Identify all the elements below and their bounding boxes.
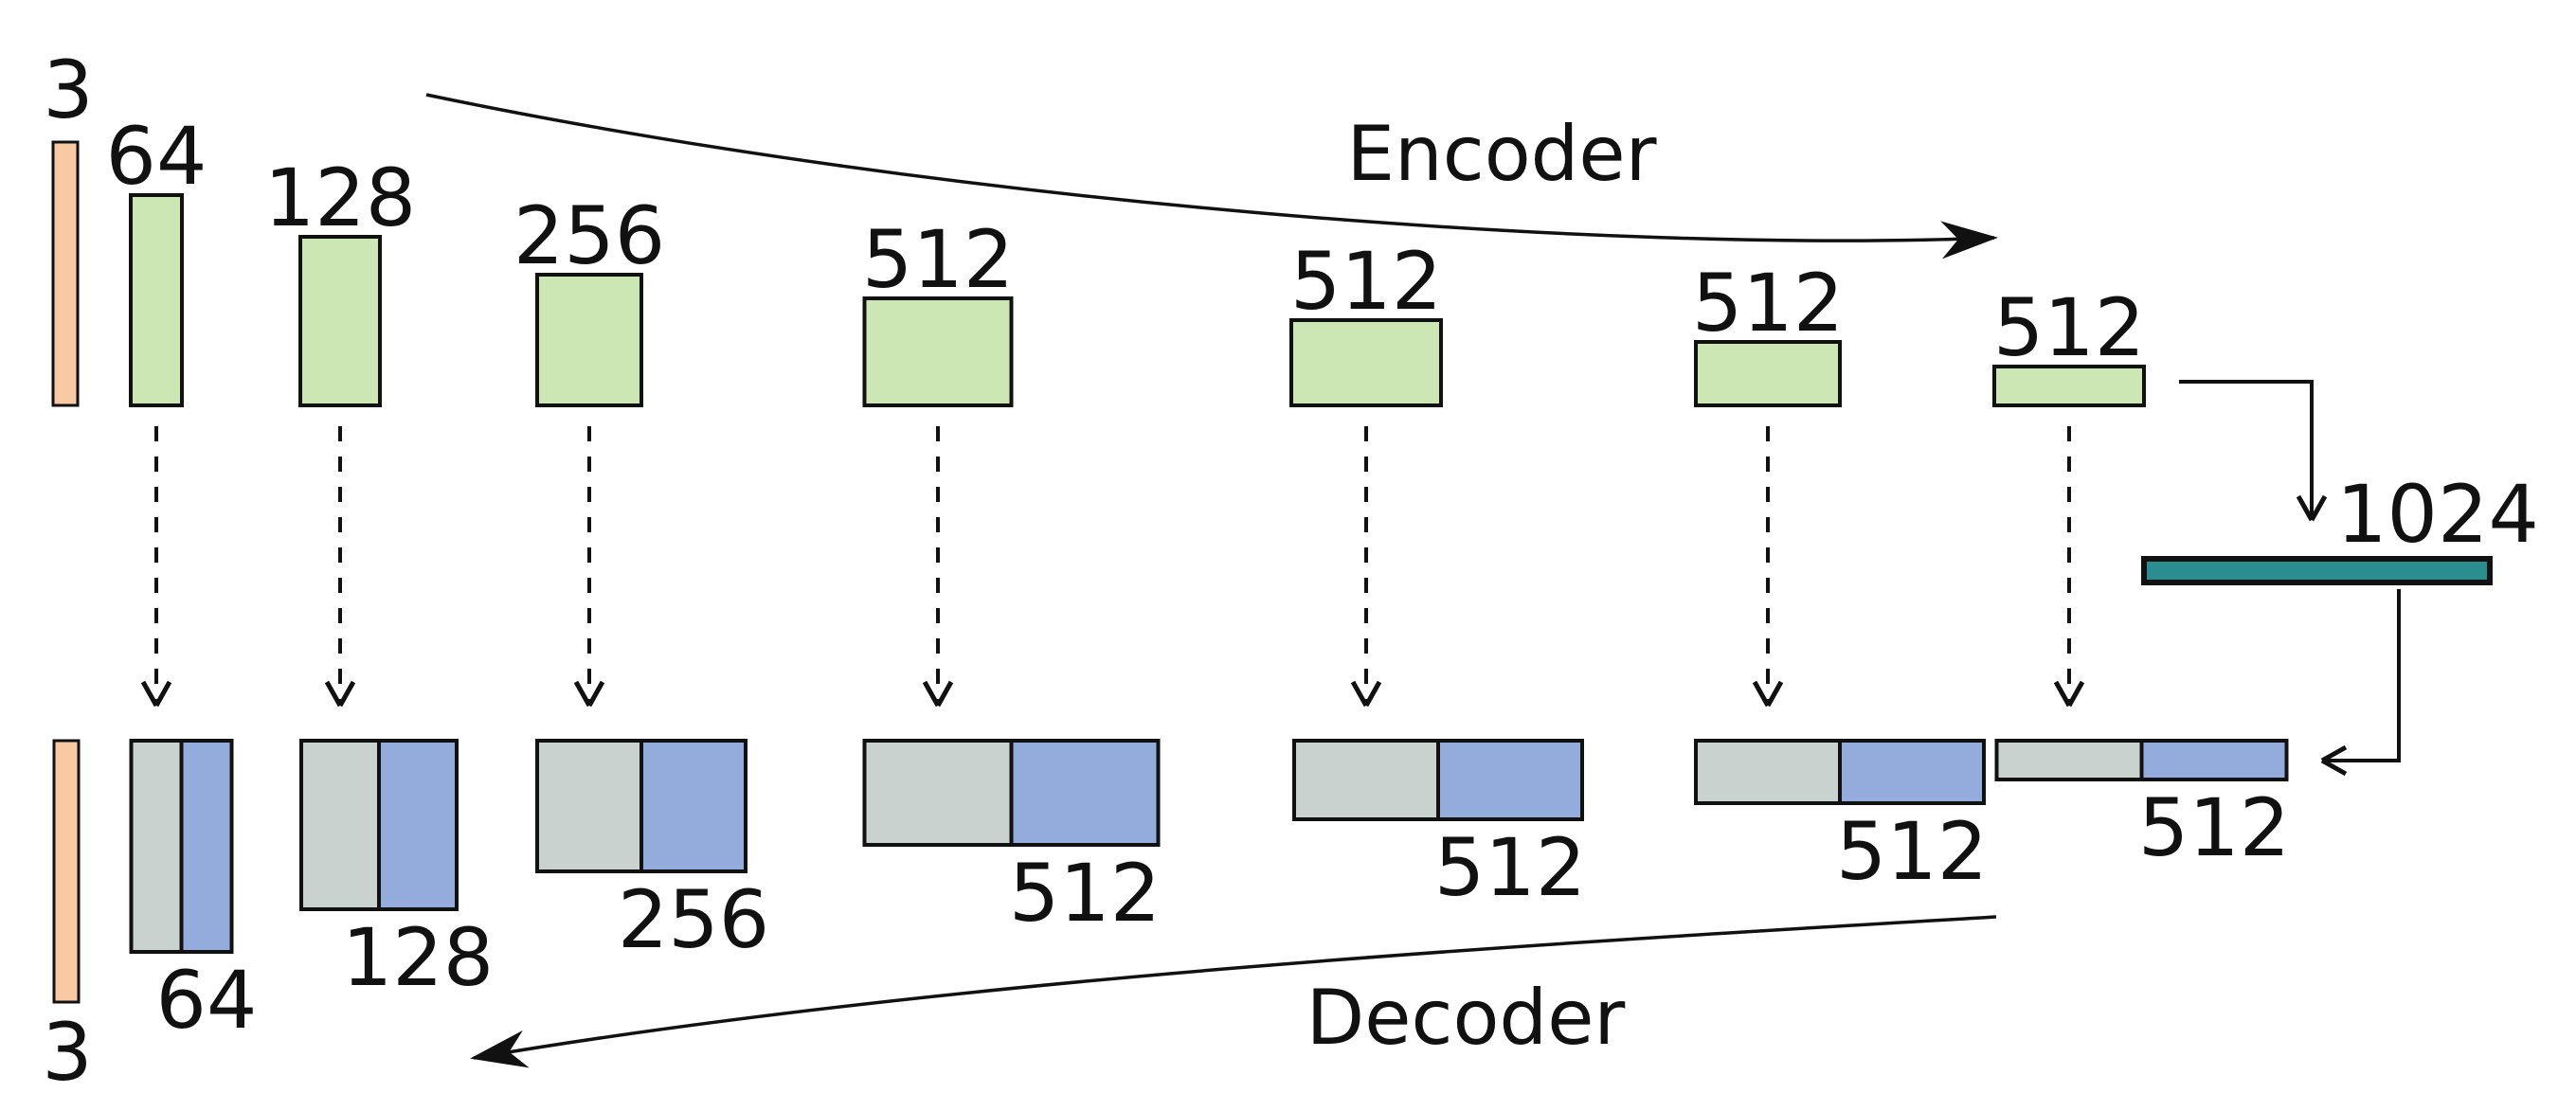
encoder-block-2 xyxy=(298,235,382,407)
encoder-to-bottleneck-arrow xyxy=(2179,380,2328,522)
decoder-block-label-2: 128 xyxy=(342,911,494,1004)
encoder-block-5 xyxy=(1289,318,1443,407)
decoder-skip-half-5 xyxy=(1292,739,1440,821)
encoder-label: Encoder xyxy=(1346,110,1656,198)
decoder-skip-half-4 xyxy=(862,739,1014,847)
encoder-block-label-7: 512 xyxy=(1993,281,2145,374)
bottleneck-bar xyxy=(2141,556,2493,585)
encoder-block-label-6: 512 xyxy=(1692,257,1844,349)
encoder-block-4 xyxy=(862,296,1014,407)
input-channels-label-top: 3 xyxy=(43,44,93,136)
decoder-skip-half-2 xyxy=(299,739,381,911)
decoder-block-half-7 xyxy=(2139,739,2289,781)
decoder-block-half-5 xyxy=(1436,739,1584,821)
encoder-block-label-3: 256 xyxy=(513,189,665,282)
decoder-block-half-1 xyxy=(179,739,234,954)
encoder-block-label-5: 512 xyxy=(1290,235,1442,328)
encoder-block-label-4: 512 xyxy=(862,213,1014,306)
decoder-block-label-6: 512 xyxy=(1836,805,1988,898)
decoder-skip-half-1 xyxy=(129,739,184,954)
decoder-skip-half-6 xyxy=(1694,739,1842,805)
decoder-block-label-3: 256 xyxy=(618,873,769,966)
encoder-block-label-2: 128 xyxy=(264,152,416,244)
decoder-block-label-4: 512 xyxy=(1009,847,1161,940)
encoder-block-1 xyxy=(129,193,184,407)
output-channels-label-bottom: 3 xyxy=(42,1006,92,1099)
bottleneck-to-decoder-arrow xyxy=(2320,589,2401,777)
decoder-block-half-2 xyxy=(377,739,459,911)
decoder-block-half-4 xyxy=(1009,739,1161,847)
encoder-block-7 xyxy=(1992,365,2146,407)
decoder-block-half-6 xyxy=(1838,739,1986,805)
decoder-skip-half-3 xyxy=(535,739,643,873)
encoder-block-label-1: 64 xyxy=(106,110,207,203)
encoder-flow-arrow xyxy=(425,93,1998,260)
decoder-skip-half-7 xyxy=(1994,739,2144,781)
encoder-block-3 xyxy=(535,273,643,407)
input-image-bar xyxy=(51,140,80,407)
decoder-block-label-7: 512 xyxy=(2138,781,2290,874)
encoder-block-6 xyxy=(1694,340,1842,407)
decoder-label: Decoder xyxy=(1306,974,1626,1062)
decoder-flow-arrow xyxy=(470,915,1997,1068)
decoder-block-label-1: 64 xyxy=(156,954,258,1047)
output-image-bar xyxy=(52,739,81,1004)
decoder-block-half-3 xyxy=(639,739,748,873)
bottleneck-label: 1024 xyxy=(2336,468,2539,561)
decoder-block-label-5: 512 xyxy=(1434,821,1586,914)
